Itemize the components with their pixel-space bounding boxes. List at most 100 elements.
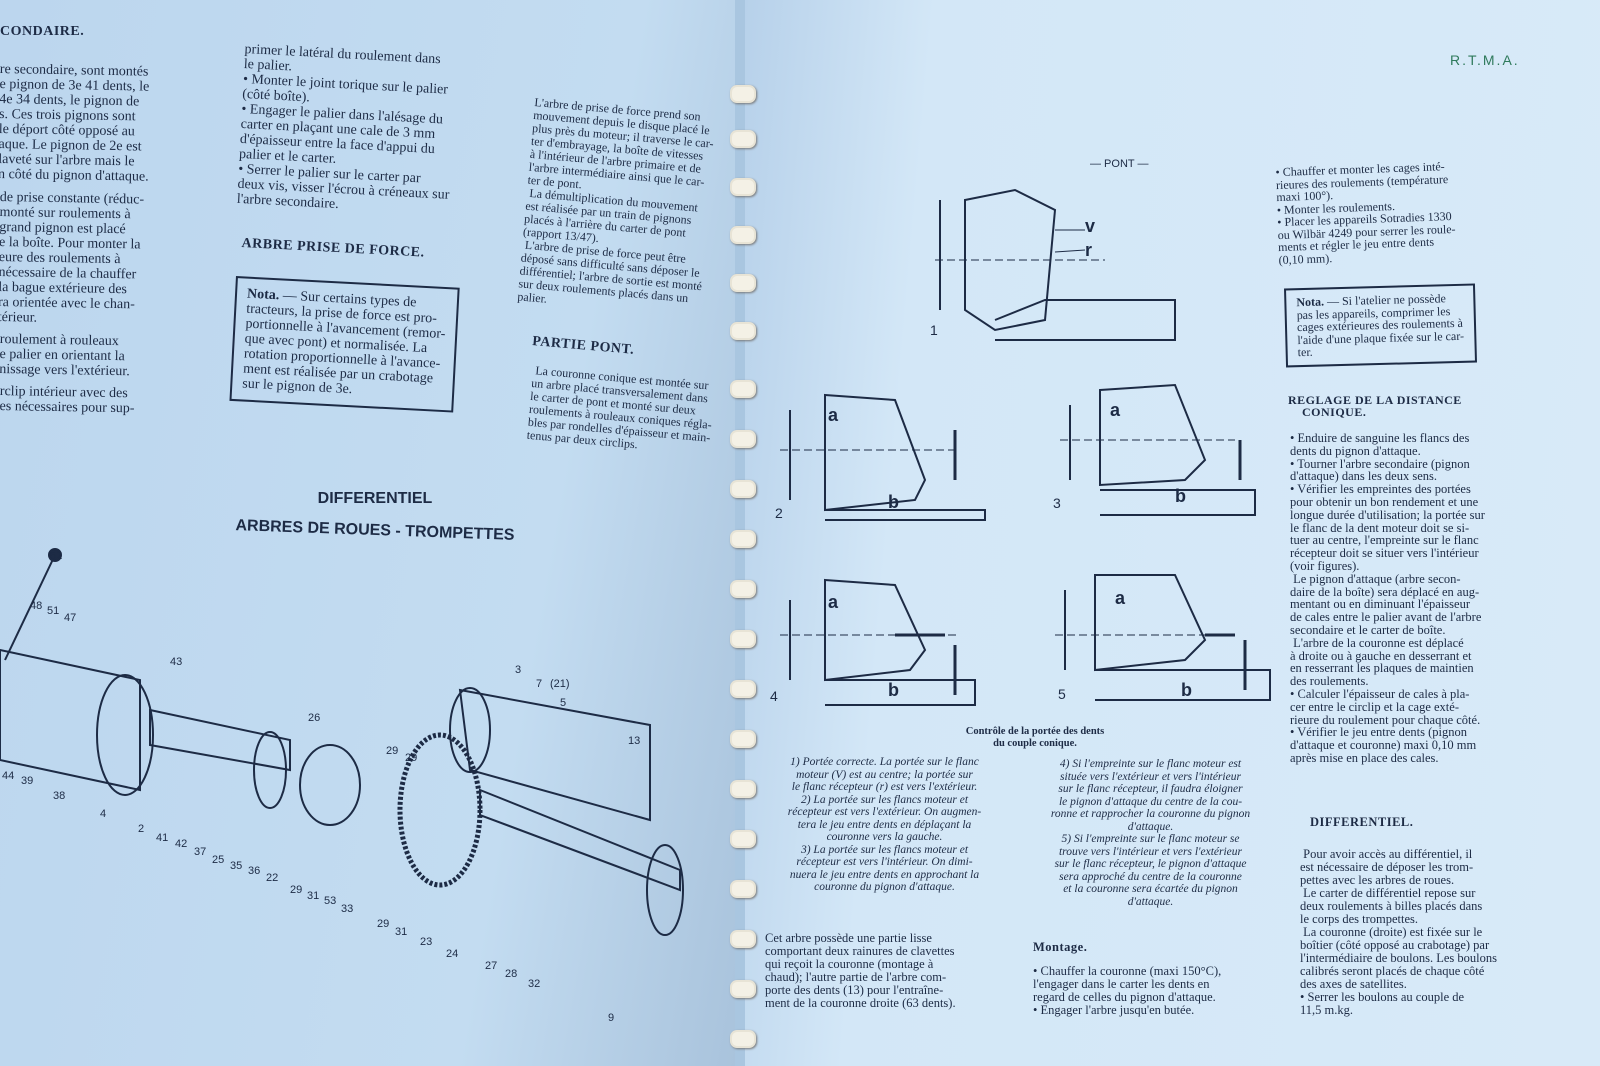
binding-ring	[730, 980, 756, 998]
part-number: 25	[212, 854, 225, 866]
lever	[4, 554, 56, 661]
label-b: b	[1175, 486, 1186, 506]
part-number: 48	[30, 600, 43, 612]
part-number: 29	[290, 884, 303, 896]
right-page: R.T.M.A. — PONT — v r a b a b a b a b 1 …	[745, 0, 1600, 1066]
nota-box: Nota. — Si l'atelier ne possède pas les …	[1284, 283, 1477, 367]
text-block: • Enduire de sanguine les flancs des den…	[1290, 431, 1485, 765]
section-heading: PARTIE PONT.	[531, 334, 635, 358]
binding-ring	[730, 430, 756, 448]
binding-ring	[730, 680, 756, 698]
text-block: primer le latéral du roulement dans le p…	[236, 42, 450, 213]
left-page: CONDAIRE. re secondaire, sont montés e p…	[0, 0, 735, 1066]
binding-ring	[730, 130, 756, 148]
page-header: R.T.M.A.	[1450, 52, 1520, 68]
binding-ring	[730, 322, 756, 340]
binding-ring	[730, 880, 756, 898]
text-block: • Chauffer la couronne (maxi 150°C), l'e…	[1033, 964, 1222, 1017]
binding-ring	[730, 730, 756, 748]
part-number: 29	[386, 745, 399, 757]
figure-number: 5	[1058, 686, 1066, 702]
flange	[96, 674, 154, 796]
figure-4	[780, 578, 976, 706]
section-heading: Montage.	[1033, 940, 1088, 954]
shaft	[149, 708, 291, 772]
part-number: 7	[536, 678, 543, 690]
label-b: b	[888, 492, 899, 512]
figure-number: 2	[775, 505, 783, 521]
binding-ring	[730, 480, 756, 498]
figure-5	[1055, 574, 1271, 701]
figure-3	[1060, 383, 1256, 516]
part-number: 38	[53, 790, 66, 802]
part-number: 9	[608, 1012, 615, 1024]
binding-ring	[730, 630, 756, 648]
differential-case	[299, 744, 361, 826]
part-number: 3	[515, 664, 522, 676]
binding-ring	[730, 274, 756, 292]
figure-number: 3	[1053, 495, 1061, 511]
part-number: 43	[170, 656, 183, 668]
part-number: (21)	[550, 678, 570, 690]
wheel-shaft	[479, 788, 681, 892]
binding-ring	[730, 830, 756, 848]
part-number: 41	[156, 832, 169, 844]
binding-ring	[730, 530, 756, 548]
lever-knob	[48, 548, 62, 562]
label-a: a	[828, 405, 839, 425]
label-a: a	[1115, 588, 1126, 608]
caption-right: 4) Si l'empreinte sur le flanc moteur es…	[1050, 758, 1251, 908]
part-number: 2	[138, 823, 145, 835]
binding-ring	[730, 226, 756, 244]
part-number: 35	[230, 860, 243, 872]
label-b: b	[888, 680, 899, 700]
part-number: 32	[528, 978, 541, 990]
trumpet-flange	[449, 687, 491, 773]
part-number: 13	[628, 735, 641, 747]
section-heading: DIFFERENTIEL.	[1310, 815, 1414, 829]
part-number: 5	[560, 697, 567, 709]
part-number: 4	[100, 808, 107, 820]
text-block: re secondaire, sont montés e pignon de 3…	[0, 62, 150, 185]
axle-housing	[0, 648, 141, 792]
part-number: 31	[395, 926, 408, 938]
label-b: b	[1181, 680, 1192, 700]
part-number: 23	[420, 936, 433, 948]
label-a: a	[1110, 400, 1121, 420]
binding-ring	[730, 580, 756, 598]
text-block: de prise constante (réduc- monté sur rou…	[0, 190, 145, 326]
part-number: 42	[175, 838, 188, 850]
binding-ring	[730, 380, 756, 398]
text-block: rclip intérieur avec des es nécessaires …	[0, 384, 135, 417]
part-number: 24	[446, 948, 459, 960]
diagram-caption-title: Contrôle de la portée des dents du coupl…	[965, 726, 1105, 749]
wheel-flange	[646, 844, 684, 936]
text-block: Pour avoir accès au différentiel, il est…	[1300, 847, 1498, 1017]
figure-number: 1	[930, 322, 938, 338]
nota-box: Nota. — Sur certains types de tracteurs,…	[229, 276, 460, 413]
part-number: 47	[64, 612, 77, 624]
part-number: 26	[308, 712, 321, 724]
part-number: 39	[21, 775, 34, 787]
label-r: r	[1085, 240, 1093, 260]
nota-label: Nota.	[246, 286, 280, 304]
figure-number: 4	[770, 688, 778, 704]
part-number: 27	[485, 960, 498, 972]
bearing	[253, 731, 287, 809]
part-number: 29	[405, 752, 418, 764]
label-v: v	[1085, 216, 1096, 236]
part-number: 29	[377, 918, 390, 930]
part-number: 28	[505, 968, 518, 980]
part-number: 36	[248, 865, 261, 877]
section-heading: REGLAGE DE LA DISTANCE CONIQUE.	[1288, 393, 1462, 419]
binding-ring	[730, 780, 756, 798]
part-number: 22	[266, 872, 279, 884]
text-block: L'arbre de prise de force prend son mouv…	[516, 95, 715, 306]
binding-ring	[730, 85, 756, 103]
part-number: 52	[50, 550, 63, 562]
figure-2	[780, 393, 986, 521]
text-block: Cet arbre possède une partie lisse compo…	[765, 931, 956, 1010]
nota-text: — Sur certains types de tracteurs, la pr…	[241, 288, 446, 398]
part-number: 37	[194, 846, 207, 858]
part-number: 44	[2, 770, 15, 782]
